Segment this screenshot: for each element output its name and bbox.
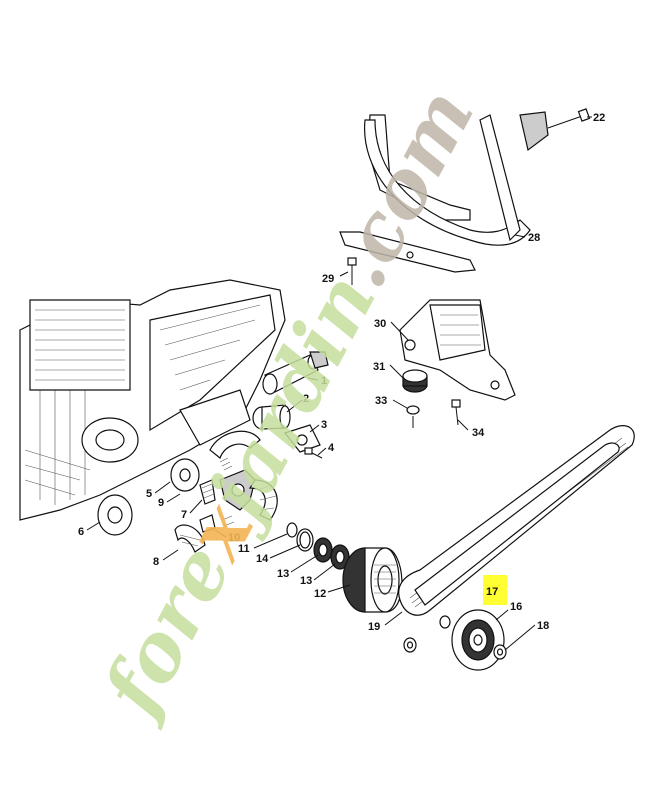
washer-19 [403,637,417,653]
belt-guard-28 [339,111,549,273]
holder-3 [283,424,321,453]
clip-10 [199,514,235,533]
callout-30[interactable]: 30 [374,318,386,330]
callout-1[interactable]: 1 [321,375,327,387]
callout-12[interactable]: 12 [314,588,326,600]
clutch-spring-small [219,457,233,471]
callout-29[interactable]: 29 [322,273,334,285]
callout-13a[interactable]: 13 [277,568,289,580]
callout-7[interactable]: 7 [181,509,187,521]
callout-8[interactable]: 8 [153,556,159,568]
clutch-shoe-upper [209,430,261,459]
bracket-30 [399,299,516,401]
leader-lines [86,116,592,651]
callout-17[interactable]: 17 [486,586,498,598]
callout-13b[interactable]: 13 [300,575,312,587]
callout-34[interactable]: 34 [472,427,485,439]
callout-5[interactable]: 5 [146,488,152,500]
callout-3[interactable]: 3 [321,419,327,431]
ring-14 [296,528,314,552]
callout-31[interactable]: 31 [373,361,385,373]
callout-18[interactable]: 18 [537,620,549,632]
bolt-22 [547,108,591,129]
callout-22[interactable]: 22 [593,112,605,124]
callout-6[interactable]: 6 [78,526,84,538]
callout-16[interactable]: 16 [510,601,522,613]
highlight-box-17 [483,575,507,605]
callout-labels: 1 2 3 4 5 6 7 8 9 10 11 12 13 13 14 16 1… [78,112,605,633]
v-belt-17 [398,425,635,616]
rubber-buffer-31 [402,369,428,393]
callout-4[interactable]: 4 [328,442,335,454]
engine-housing [19,279,286,521]
washer-33 [406,405,420,428]
callout-19[interactable]: 19 [368,621,380,633]
callout-2[interactable]: 2 [303,393,309,405]
clutch-drum-12 [342,547,403,613]
callout-14[interactable]: 14 [256,553,269,565]
bearing-13 [313,537,350,570]
screw-4 [304,447,323,459]
callout-10[interactable]: 10 [228,532,240,544]
callout-28[interactable]: 28 [528,232,540,244]
spring-7 [199,479,216,505]
washer-5 [170,458,200,492]
washer-11 [286,522,298,538]
washer-left-16 [439,615,451,629]
screw-34 [451,399,461,426]
clutch-carrier [219,469,256,511]
callout-9[interactable]: 9 [158,497,164,509]
sleeve-1 [262,351,329,395]
disc-6 [97,494,133,536]
clutch-shoe-8 [174,524,206,553]
clutch-shoe-right [248,479,278,521]
callout-11[interactable]: 11 [238,543,250,555]
pulley-16 [451,609,505,671]
nut-18 [493,644,507,660]
bushing-2 [252,404,291,430]
callout-33[interactable]: 33 [375,395,387,407]
screw-29 [347,257,357,285]
